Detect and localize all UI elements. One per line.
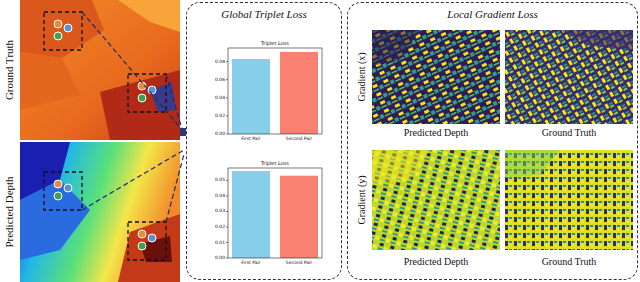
axis-label: Gradient (y)	[357, 175, 367, 224]
chart-title: Triplet Loss	[261, 161, 289, 166]
axis-label: Gradient (x)	[357, 52, 367, 101]
tick-label: First Pair	[241, 261, 260, 266]
tick-label: 0.00	[215, 132, 225, 137]
panel-title: Global Triplet Loss	[221, 8, 307, 20]
tick-label: 0.04	[215, 96, 225, 101]
row-label: Predicted Depth	[4, 176, 15, 247]
tick-label: 0.06	[215, 77, 225, 82]
image-caption: Ground Truth	[542, 257, 597, 267]
tick-label: 0.01	[215, 240, 225, 245]
tick-label: First Pair	[241, 137, 260, 142]
tick-label: Second Pair	[286, 137, 312, 142]
dashed-panel: Local Gradient Loss	[347, 2, 638, 280]
tick-label: 0.03	[215, 209, 225, 214]
image-caption: Ground Truth	[542, 128, 597, 138]
tick-label: 0.04	[215, 194, 225, 199]
image-caption: Predicted Depth	[404, 257, 469, 267]
tick-label: 0.02	[215, 225, 225, 230]
chart-title: Triplet Loss	[261, 41, 289, 46]
tick-label: 0.00	[215, 256, 225, 261]
image-caption: Predicted Depth	[404, 128, 469, 138]
tick-label: 0.02	[215, 114, 225, 119]
tick-label: 0.05	[215, 178, 225, 183]
row-label: Ground Truth	[4, 40, 15, 100]
tick-label: Second Pair	[286, 261, 312, 266]
panel-title: Local Gradient Loss	[447, 8, 537, 20]
tick-label: 0.08	[215, 59, 225, 64]
